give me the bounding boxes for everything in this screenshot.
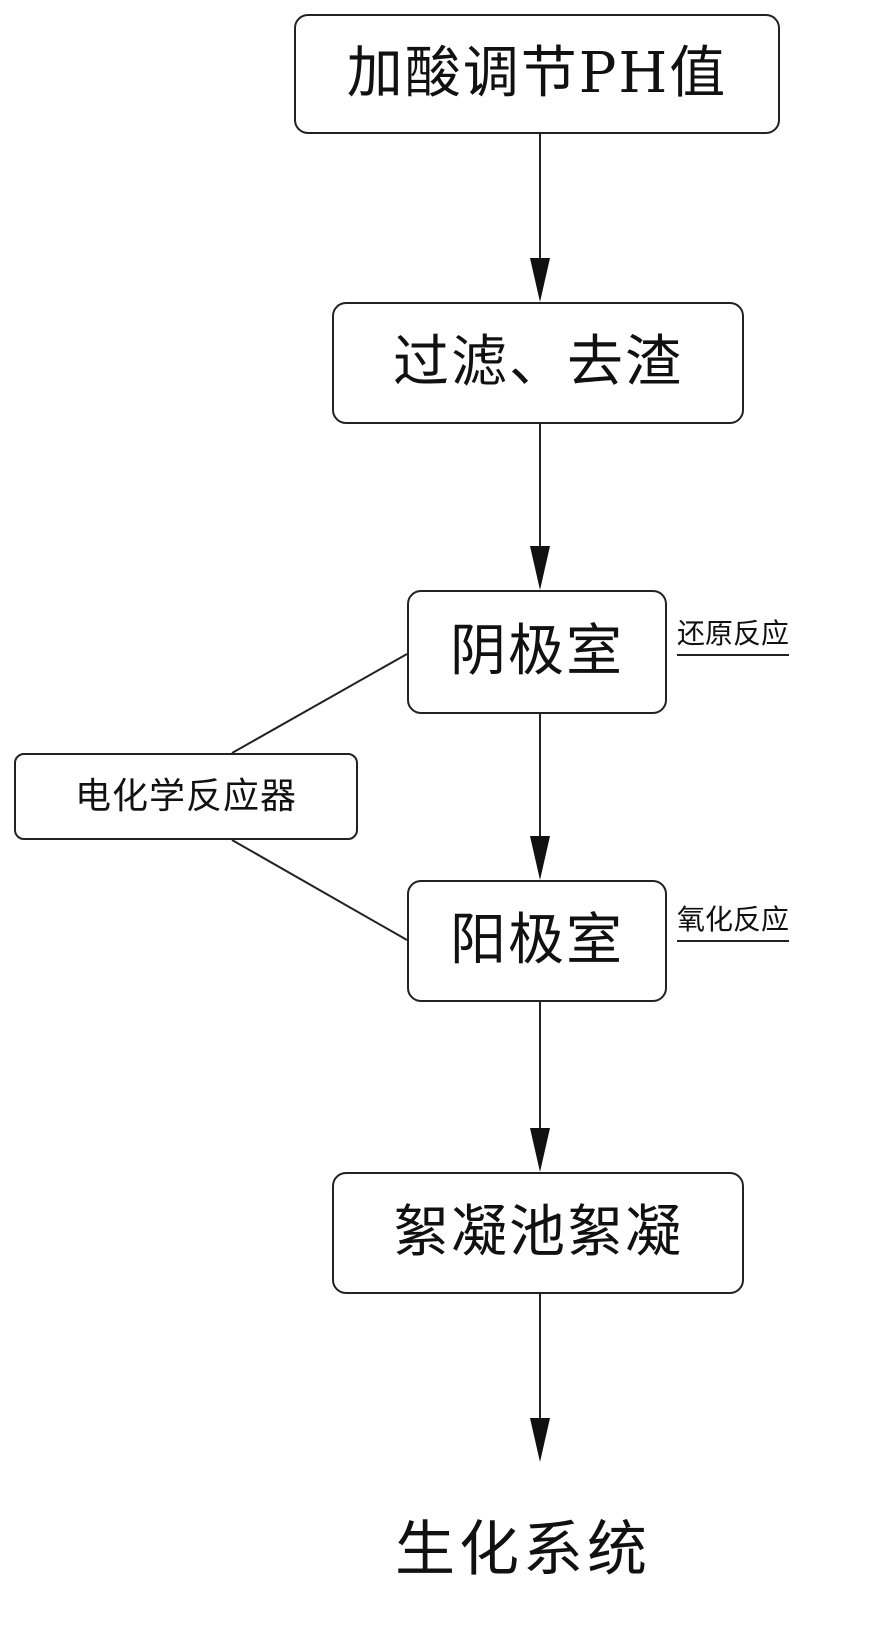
- step-cathode-label: 阴极室: [450, 619, 624, 684]
- step-flocculation-label: 絮凝池絮凝: [393, 1200, 683, 1265]
- cathode-reaction-note: 还原反应: [677, 620, 790, 656]
- step-acid-ph-box: 加酸调节PH值: [294, 14, 780, 134]
- link-reactor-to-anode: [231, 839, 408, 941]
- step-anode-box: 阳极室: [407, 880, 667, 1002]
- step-filter-label: 过滤、去渣: [393, 330, 683, 395]
- step-acid-ph-label: 加酸调节PH值: [346, 41, 728, 106]
- step-cathode-box: 阴极室: [407, 590, 667, 714]
- arrow-filter-to-cathode: [530, 424, 550, 590]
- arrow-flocculation-to-biochem: [530, 1294, 550, 1462]
- step-filter-box: 过滤、去渣: [332, 302, 744, 424]
- anode-reaction-note: 氧化反应: [677, 906, 790, 942]
- reactor-label: 电化学反应器: [74, 775, 297, 817]
- step-flocculation-box: 絮凝池絮凝: [332, 1172, 744, 1294]
- arrow-anode-to-flocculation: [530, 1002, 550, 1172]
- biochem-system-label: 生化系统: [395, 1515, 651, 1585]
- arrow-acid-to-filter: [530, 134, 550, 302]
- link-reactor-to-cathode: [231, 653, 408, 754]
- arrow-cathode-to-anode: [530, 714, 550, 880]
- reactor-box: 电化学反应器: [14, 753, 358, 840]
- step-anode-label: 阳极室: [450, 908, 624, 973]
